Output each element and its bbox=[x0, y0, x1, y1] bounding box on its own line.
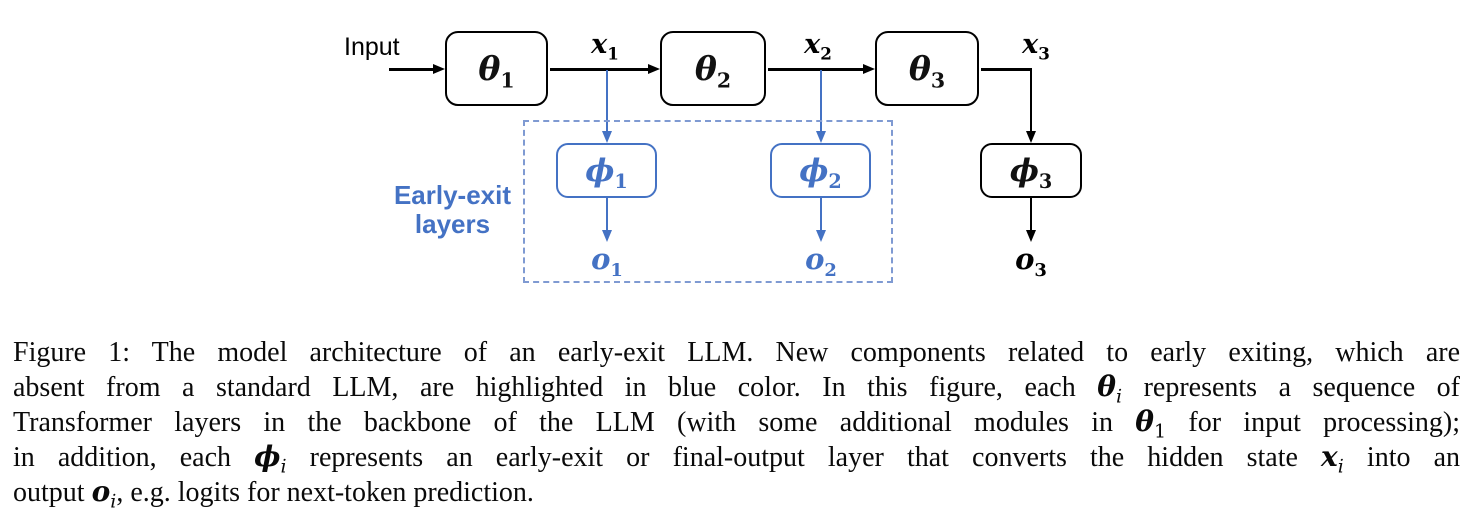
arrow-line bbox=[605, 198, 609, 231]
theta-1-box: θ1 bbox=[445, 31, 548, 106]
arrowhead-right-icon bbox=[648, 63, 660, 74]
arrow-line bbox=[1029, 198, 1033, 231]
x2-label: x2 bbox=[804, 29, 832, 64]
early-exit-label-line2: layers bbox=[414, 209, 491, 239]
arrow-line bbox=[550, 68, 649, 71]
arrowhead-down-icon bbox=[1025, 131, 1036, 143]
x1-label: x1 bbox=[591, 29, 619, 64]
theta-3-label: θ3 bbox=[908, 49, 946, 93]
arrowhead-down-icon bbox=[601, 230, 612, 242]
caption-line-3: Transformer layers in the backbone of th… bbox=[13, 405, 1460, 443]
phi-3-label: ϕ3 bbox=[1009, 152, 1053, 193]
math-symbol: θ1 bbox=[1135, 405, 1167, 443]
early-exit-dashed-group bbox=[523, 120, 893, 283]
caption-line-1: Figure 1: The model architecture of an e… bbox=[13, 337, 1460, 368]
o3-label: o3 bbox=[1015, 242, 1047, 281]
arrow-line bbox=[981, 68, 1032, 71]
math-symbol: θi bbox=[1097, 370, 1123, 408]
phi-2-label: ϕ2 bbox=[799, 152, 842, 193]
early-exit-label-line1: Early-exit bbox=[393, 180, 512, 210]
theta-3-box: θ3 bbox=[875, 31, 979, 106]
phi-2-box: ϕ2 bbox=[770, 143, 871, 198]
o1-label: o1 bbox=[591, 242, 623, 281]
arrowhead-down-icon bbox=[815, 230, 826, 242]
arrowhead-down-icon bbox=[601, 131, 612, 143]
arrow-line bbox=[1029, 68, 1033, 131]
math-symbol: ϕi bbox=[254, 440, 287, 478]
phi-3-box: ϕ3 bbox=[980, 143, 1082, 198]
arrow-line bbox=[819, 70, 823, 131]
early-exit-layers-label: Early-exit layers bbox=[385, 181, 520, 239]
theta-1-label: θ1 bbox=[478, 49, 515, 93]
math-symbol: xi bbox=[1321, 440, 1344, 478]
arrow-line bbox=[768, 68, 864, 71]
input-label: Input bbox=[344, 33, 400, 61]
theta-2-box: θ2 bbox=[660, 31, 766, 106]
arrowhead-down-icon bbox=[815, 131, 826, 143]
figure-caption: Figure 1: The model architecture of an e… bbox=[13, 336, 1460, 513]
arrow-line bbox=[819, 198, 823, 231]
caption-line-5: output oi, e.g. logits for next-token pr… bbox=[13, 475, 534, 513]
arrow-line bbox=[389, 68, 434, 71]
x3-label: x3 bbox=[1022, 29, 1050, 64]
phi-1-label: ϕ1 bbox=[585, 152, 628, 193]
arrowhead-down-icon bbox=[1025, 230, 1036, 242]
caption-line-4: in addition, each ϕi represents an early… bbox=[13, 440, 1460, 478]
math-symbol: oi bbox=[91, 475, 117, 513]
arrowhead-right-icon bbox=[863, 63, 875, 74]
arrow-line bbox=[605, 70, 609, 131]
arrowhead-right-icon bbox=[433, 63, 445, 74]
phi-1-box: ϕ1 bbox=[556, 143, 657, 198]
theta-2-label: θ2 bbox=[694, 49, 732, 93]
o2-label: o2 bbox=[805, 242, 837, 281]
caption-line-2: absent from a standard LLM, are highligh… bbox=[13, 370, 1460, 408]
